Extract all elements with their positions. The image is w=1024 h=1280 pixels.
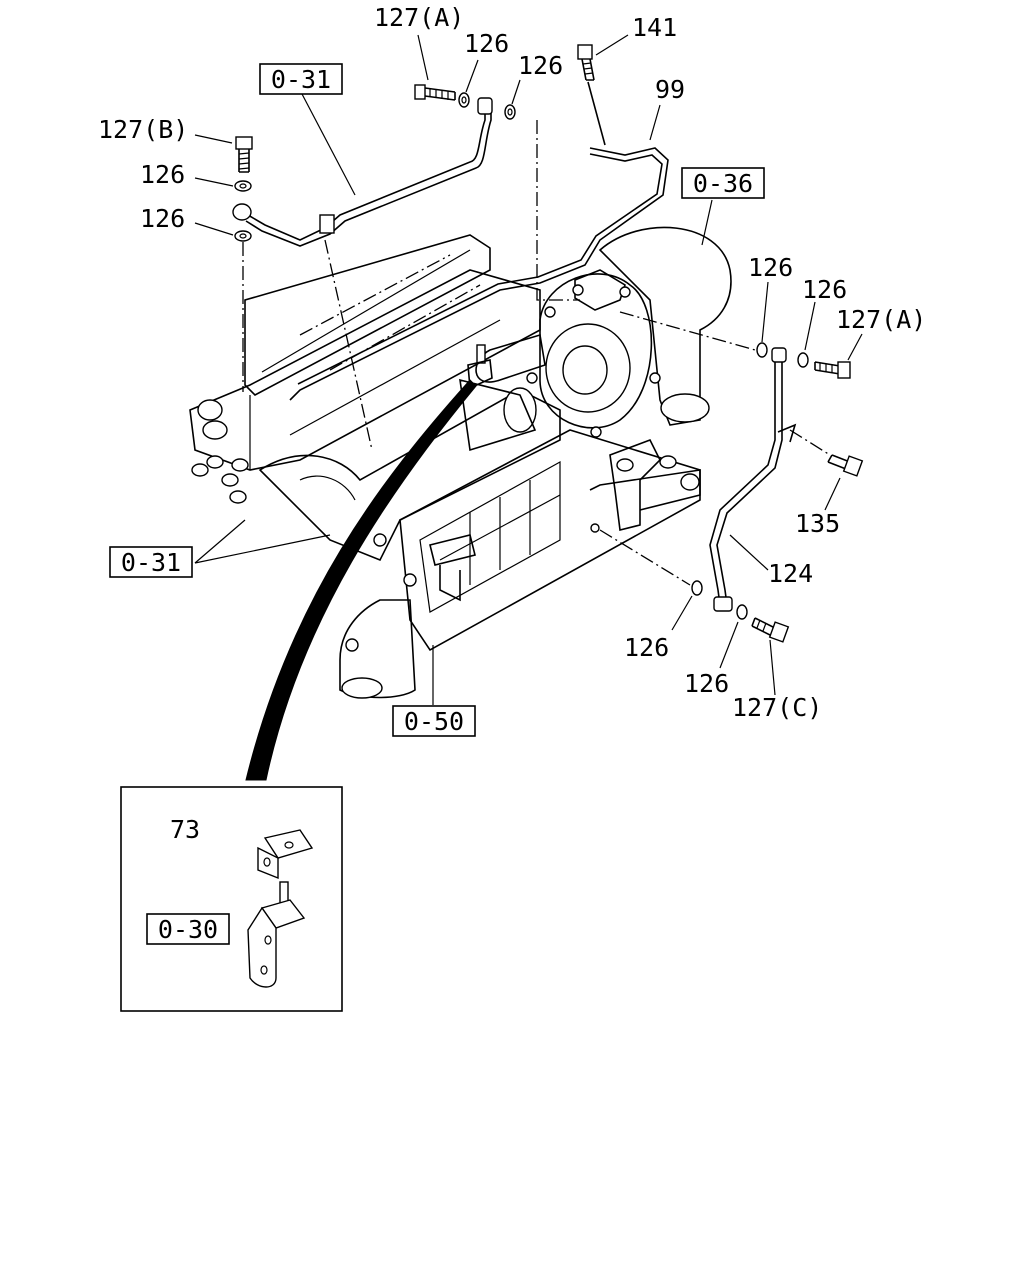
- label-126-right1: 126: [748, 253, 793, 282]
- oil-return-pipe-124: [709, 347, 797, 612]
- ref-0-31-left-label: 0-31: [121, 548, 181, 577]
- ref-box-0-31-left: 0-31: [109, 546, 193, 578]
- washer-126-top2-icon: [504, 104, 516, 120]
- label-99: 99: [655, 75, 685, 104]
- label-73: 73: [170, 815, 200, 844]
- bolt-135-icon: [827, 454, 864, 477]
- ref-0-50-label: 0-50: [404, 707, 464, 736]
- bolt-127c-icon: [751, 617, 790, 643]
- ref-box-0-50: 0-50: [392, 705, 476, 737]
- ref-0-36-label: 0-36: [693, 169, 753, 198]
- label-127c: 127(C): [732, 693, 822, 722]
- ref-box-0-36: 0-36: [681, 167, 765, 199]
- label-126-right2: 126: [802, 275, 847, 304]
- bolt-141-icon: [577, 44, 606, 146]
- bolt-127b-icon: [235, 136, 253, 173]
- detail-callout-sweep: [245, 379, 477, 781]
- oil-feed-pipe-0-31: [232, 97, 493, 247]
- washer-126-bottom2-icon: [736, 604, 748, 620]
- label-126-bottom1: 126: [624, 633, 669, 662]
- washer-126-left1-icon: [234, 180, 252, 192]
- washer-126-right2-icon: [797, 352, 809, 368]
- label-126-bottom2: 126: [684, 669, 729, 698]
- engine-assembly: [189, 234, 701, 699]
- label-127b: 127(B): [98, 115, 188, 144]
- label-127a-right: 127(A): [836, 305, 926, 334]
- ref-0-30-label: 0-30: [158, 915, 218, 944]
- bracket-0-30-icon: [247, 881, 306, 988]
- ref-box-0-30: 0-30: [146, 913, 230, 945]
- label-126-top2: 126: [518, 51, 563, 80]
- label-135: 135: [795, 509, 840, 538]
- ref-0-31-top-label: 0-31: [271, 65, 331, 94]
- label-126-top1: 126: [464, 29, 509, 58]
- label-141: 141: [632, 13, 677, 42]
- bracket-73-icon: [257, 829, 314, 880]
- label-124: 124: [768, 559, 813, 588]
- label-126-left2: 126: [140, 204, 185, 233]
- oil-pipe-99: [289, 147, 669, 401]
- washer-126-right1-icon: [756, 342, 768, 358]
- bolt-127a-top-icon: [414, 84, 456, 101]
- label-127a-top: 127(A): [374, 3, 464, 32]
- washer-126-left2-icon: [234, 230, 252, 242]
- ref-box-0-31-top: 0-31: [259, 63, 343, 95]
- label-126-left1: 126: [140, 160, 185, 189]
- bolt-127a-right-icon: [814, 361, 851, 379]
- washer-126-bottom1-icon: [691, 580, 703, 596]
- detail-inset: [120, 786, 343, 1012]
- turbocharger: [459, 226, 732, 452]
- washer-126-top1-icon: [458, 92, 470, 108]
